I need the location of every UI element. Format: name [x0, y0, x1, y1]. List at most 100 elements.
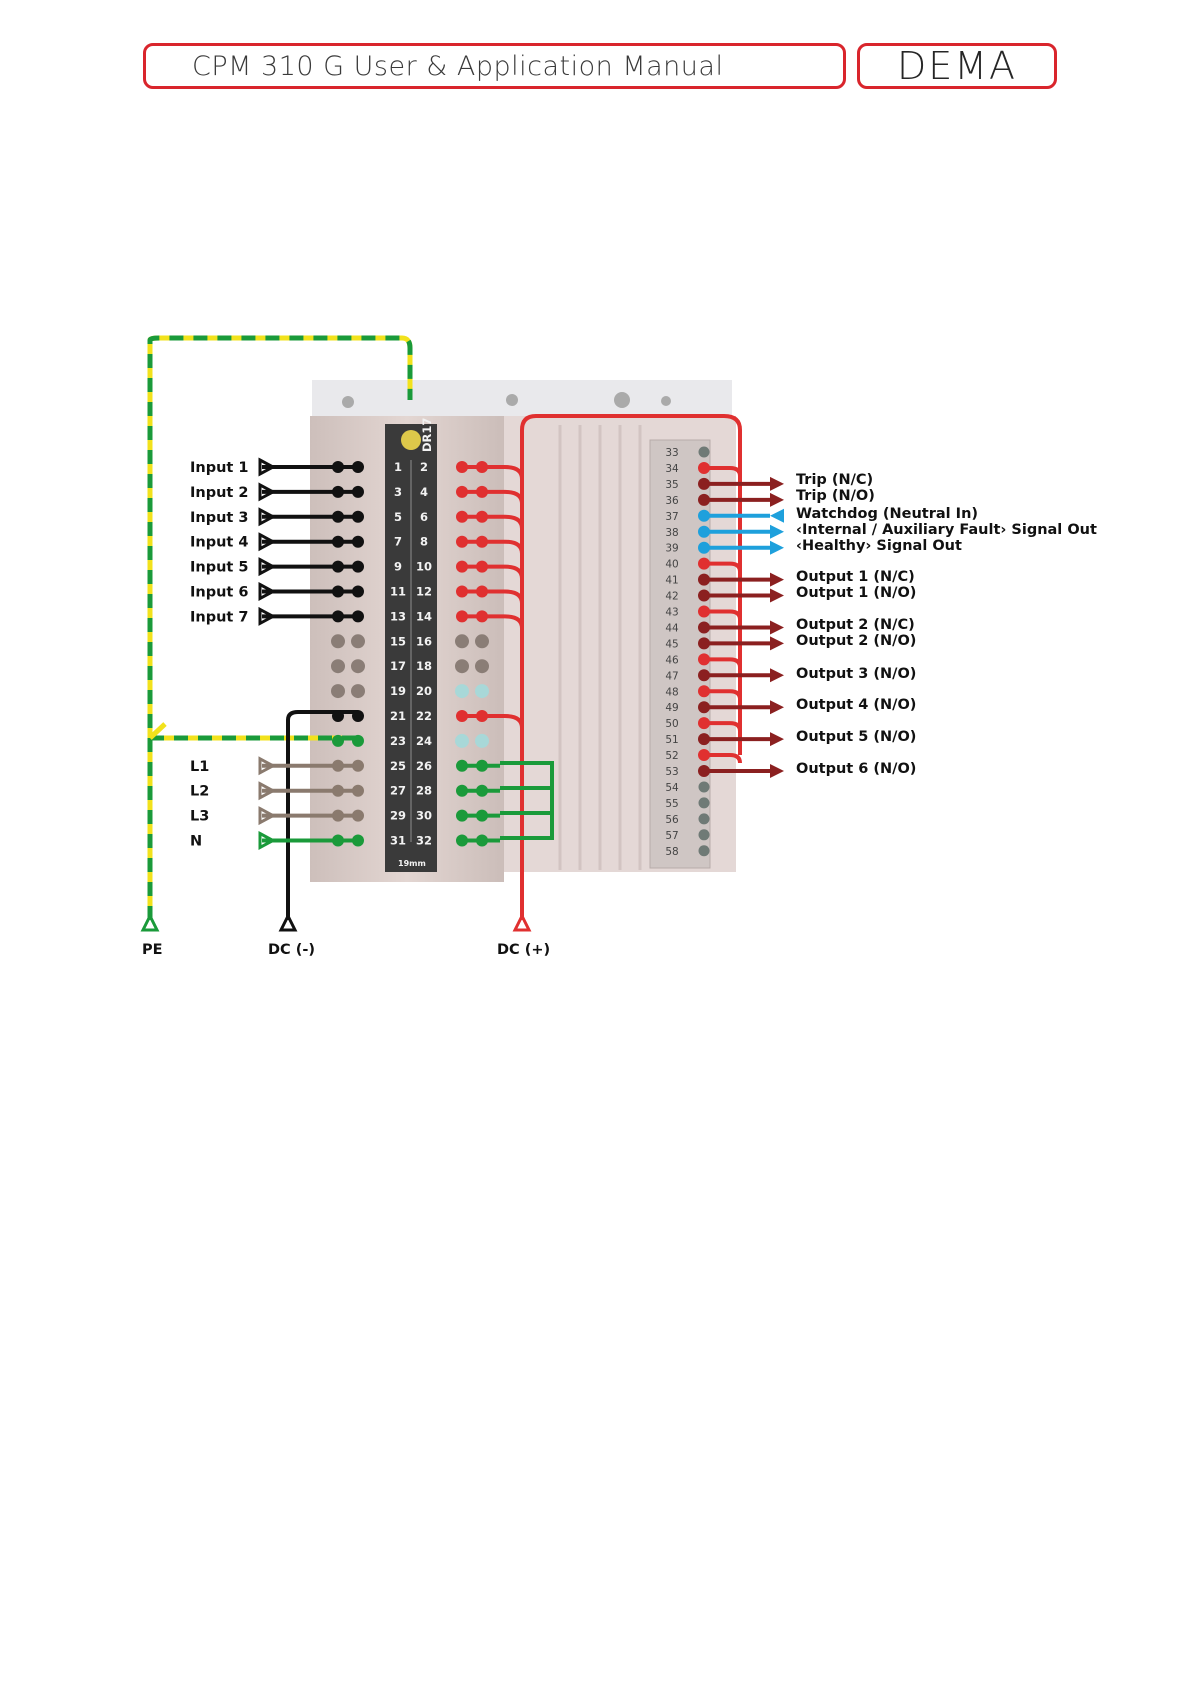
- dc-pos-arrow-icon: [512, 912, 532, 932]
- terminal-dot: [352, 710, 364, 722]
- connector-number: 37: [665, 511, 678, 523]
- output-label: Trip (N/O): [796, 488, 875, 504]
- dc-pos-wire: [520, 414, 742, 920]
- phase-arrow-icon: [258, 756, 277, 776]
- dc-pos-jumper: [462, 564, 524, 579]
- output-label: Output 2 (N/O): [796, 633, 916, 649]
- input-label: Input 4: [190, 535, 249, 551]
- terminal-screw: [455, 733, 469, 748]
- terminal-dot: [332, 759, 344, 772]
- terminal-dot: [352, 610, 364, 623]
- neutral-bus: [500, 761, 554, 840]
- terminal-number: 6: [420, 510, 428, 524]
- output-label: Output 1 (N/O): [796, 585, 916, 601]
- terminal-number: 5: [394, 510, 402, 524]
- dc-pos-jumper: [462, 514, 524, 529]
- terminal-dot: [332, 461, 344, 473]
- terminal-screw: [331, 659, 345, 674]
- output-arrow-icon: [770, 620, 784, 635]
- phase-label: N: [190, 834, 202, 850]
- input-arrow-icon: [258, 557, 277, 577]
- terminal-screw: [475, 684, 489, 699]
- terminal-number: 8: [420, 535, 428, 549]
- terminal-number: 30: [416, 809, 432, 823]
- terminal-dot: [332, 610, 344, 623]
- phase-label: L1: [190, 759, 209, 775]
- connector-number: 46: [665, 654, 679, 666]
- terminal-number: 13: [390, 609, 406, 623]
- connector-number: 39: [665, 543, 678, 555]
- terminal-dot: [332, 710, 344, 722]
- terminal-dot: [352, 510, 364, 523]
- input-arrow-icon: [258, 482, 277, 502]
- dc-neg-arrow-icon: [278, 912, 298, 932]
- dc-pos-jumper: [462, 539, 524, 554]
- terminal-number: 27: [390, 784, 406, 798]
- input-label: Input 1: [190, 460, 249, 476]
- connector-number: 41: [665, 575, 678, 587]
- connector-number: 33: [665, 447, 678, 459]
- terminal-number: 1: [394, 460, 402, 474]
- connector-number: 45: [665, 638, 678, 650]
- input-arrow-icon: [258, 581, 277, 602]
- dc-pos-label: DC (+): [497, 942, 550, 958]
- connector-number: 56: [665, 814, 679, 826]
- connector-number: 54: [665, 782, 679, 794]
- terminal-screw: [455, 659, 469, 674]
- terminal-screw: [475, 733, 489, 748]
- connector-number: 57: [665, 830, 678, 842]
- connector-number: 55: [665, 798, 678, 810]
- brand-logo: DEMA: [857, 43, 1057, 89]
- ground-symbol-icon: [401, 430, 421, 450]
- terminal-number: 28: [416, 784, 432, 798]
- dc-neg-label: DC (-): [268, 942, 315, 958]
- terminal-number: 19: [390, 684, 406, 698]
- output-arrow-icon: [770, 764, 784, 778]
- connector-screw: [698, 446, 710, 458]
- terminal-number: 20: [416, 684, 432, 698]
- terminal-number: 22: [416, 709, 432, 723]
- output-label: Output 3 (N/O): [796, 666, 916, 682]
- terminal-number: 18: [416, 659, 432, 673]
- terminal-number: 25: [390, 759, 406, 773]
- input-arrow-icon: [258, 507, 277, 527]
- dc-pos-jumper: [462, 465, 524, 480]
- phase-label: L3: [190, 809, 209, 825]
- terminal-number: 11: [390, 585, 406, 599]
- output-label: Trip (N/C): [796, 472, 873, 488]
- model-label: DR17: [420, 418, 434, 452]
- terminal-dot: [352, 784, 364, 797]
- output-arrow-icon: [770, 476, 784, 491]
- header-title: CPM 310 G User & Application Manual: [143, 43, 846, 89]
- connector-number: 47: [665, 670, 678, 682]
- terminal-dot: [352, 759, 364, 772]
- connector-number: 51: [665, 734, 678, 746]
- output-label: ‹Internal / Auxiliary Fault› Signal Out: [796, 522, 1097, 538]
- supply-terminals: PE DC (-) DC (+): [140, 912, 550, 958]
- terminal-dot: [352, 461, 364, 473]
- static-wiring: [286, 414, 742, 920]
- output-arrow-icon: [770, 636, 784, 651]
- input-label: Input 2: [190, 485, 249, 501]
- terminal-dot: [352, 734, 364, 747]
- terminal-dot: [332, 734, 344, 747]
- connector-number: 38: [665, 527, 678, 539]
- terminal-dot: [352, 809, 364, 822]
- phase-arrow-icon: [258, 830, 277, 851]
- dc-neg-wire: [286, 710, 358, 920]
- terminal-number: 31: [390, 834, 406, 848]
- terminal-number: 29: [390, 809, 406, 823]
- terminal-number: 15: [390, 634, 406, 648]
- dc-pos-jumper: [462, 714, 524, 729]
- terminal-dot: [352, 834, 364, 847]
- pe-arrow-icon: [140, 912, 160, 932]
- terminal-dot: [332, 834, 344, 847]
- terminal-dot: [352, 485, 364, 498]
- output-arrow-icon: [770, 572, 784, 587]
- connector-number: 44: [665, 622, 679, 634]
- output-arrow-icon: [770, 732, 784, 747]
- connector-number: 49: [665, 702, 678, 714]
- input-label: Input 5: [190, 560, 249, 576]
- connector-screw: [698, 781, 710, 793]
